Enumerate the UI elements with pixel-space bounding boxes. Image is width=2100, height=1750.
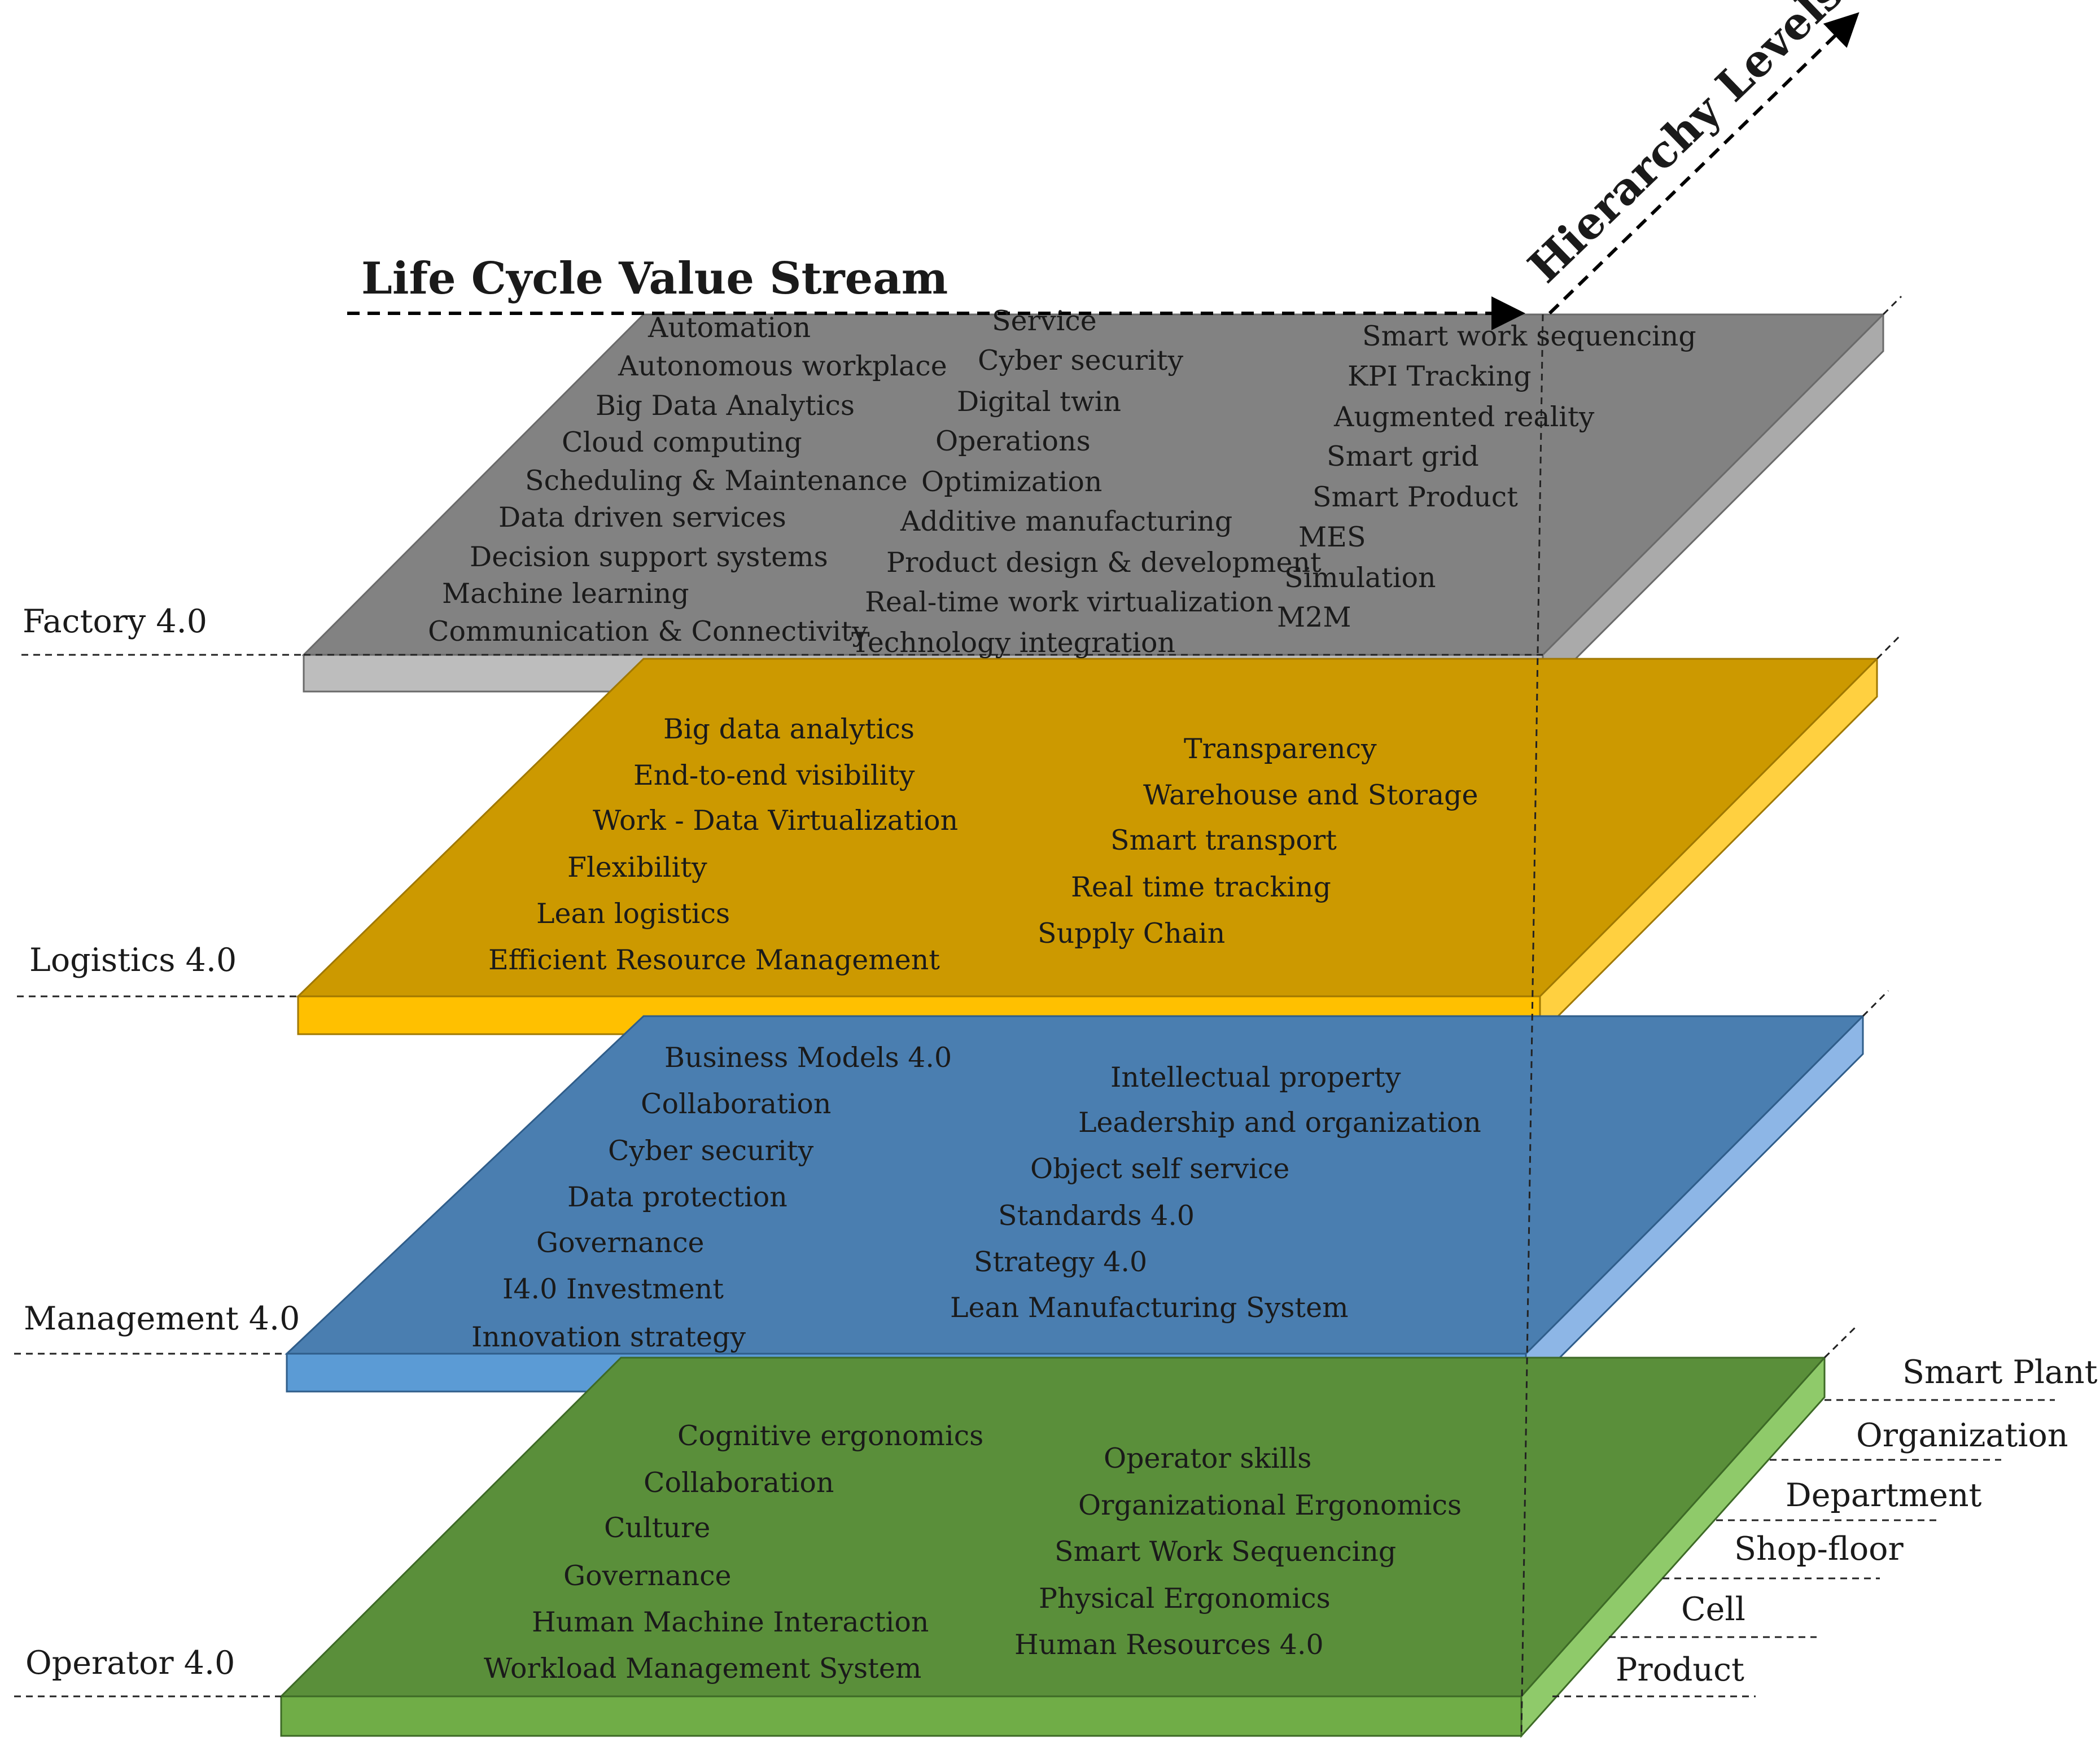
list-item: I4.0 Investment bbox=[502, 1273, 724, 1305]
factory-items: Automation Autonomous workplace Big Data… bbox=[428, 305, 1696, 659]
logistics-corner-ext bbox=[1876, 635, 1901, 660]
list-item: Collaboration bbox=[644, 1467, 834, 1499]
list-item: Product design & development bbox=[886, 546, 1322, 579]
list-item: Communication & Connectivity bbox=[428, 615, 868, 648]
list-item: M2M bbox=[1277, 601, 1351, 633]
list-item: Operator skills bbox=[1104, 1442, 1311, 1475]
list-item: Efficient Resource Management bbox=[488, 944, 940, 976]
list-item: Collaboration bbox=[641, 1088, 831, 1120]
factory-plate bbox=[301, 312, 1885, 694]
operator-plate bbox=[279, 1355, 1827, 1738]
list-item: Smart Product bbox=[1313, 481, 1518, 513]
list-item: Supply Chain bbox=[1038, 917, 1225, 950]
list-item: Culture bbox=[604, 1512, 710, 1544]
list-item: Service bbox=[992, 305, 1097, 337]
list-item: Standards 4.0 bbox=[998, 1200, 1195, 1232]
list-item: Human Machine Interaction bbox=[532, 1606, 929, 1638]
hierarchy-level-shop-floor: Shop-floor bbox=[1734, 1530, 1904, 1568]
list-item: Lean Manufacturing System bbox=[950, 1292, 1349, 1324]
operator-label: Operator 4.0 bbox=[25, 1644, 235, 1682]
list-item: Flexibility bbox=[567, 851, 707, 883]
list-item: Additive manufacturing bbox=[900, 505, 1232, 537]
list-item: Warehouse and Storage bbox=[1143, 779, 1478, 811]
hierarchy-level-cell: Cell bbox=[1681, 1591, 1745, 1628]
list-item: Object self service bbox=[1030, 1153, 1289, 1185]
list-item: Digital twin bbox=[957, 386, 1121, 418]
list-item: Smart grid bbox=[1327, 440, 1479, 473]
list-item: Big data analytics bbox=[663, 713, 915, 745]
management-corner-ext bbox=[1862, 990, 1889, 1017]
list-item: Workload Management System bbox=[484, 1652, 921, 1685]
list-item: Decision support systems bbox=[470, 541, 828, 573]
list-item: Innovation strategy bbox=[471, 1321, 746, 1353]
list-item: Machine learning bbox=[442, 578, 689, 610]
list-item: Data protection bbox=[567, 1181, 788, 1213]
list-item: Real-time work virtualization bbox=[865, 586, 1274, 618]
list-item: Human Resources 4.0 bbox=[1014, 1629, 1324, 1661]
list-item: KPI Tracking bbox=[1348, 360, 1532, 392]
hierarchy-level-smart-plant: Smart Plant bbox=[1902, 1354, 2098, 1391]
life-cycle-title: Life Cycle Value Stream bbox=[361, 253, 948, 304]
list-item: Cyber security bbox=[608, 1135, 813, 1167]
operator-plate-side bbox=[1520, 1355, 1826, 1738]
operator-plate-front bbox=[280, 1695, 1523, 1737]
list-item: Strategy 4.0 bbox=[974, 1246, 1147, 1278]
list-item: Cognitive ergonomics bbox=[677, 1420, 983, 1452]
list-item: Scheduling & Maintenance bbox=[525, 465, 908, 497]
list-item: Smart transport bbox=[1110, 824, 1337, 856]
hierarchy-level-product: Product bbox=[1616, 1651, 1744, 1688]
logistics-label: Logistics 4.0 bbox=[29, 942, 237, 979]
list-item: Leadership and organization bbox=[1078, 1106, 1481, 1139]
list-item: Work - Data Virtualization bbox=[593, 804, 958, 837]
list-item: Intellectual property bbox=[1110, 1061, 1401, 1093]
management-items: Business Models 4.0 Collaboration Cyber … bbox=[471, 1042, 1481, 1353]
list-item: Autonomous workplace bbox=[618, 350, 947, 382]
list-item: Optimization bbox=[921, 466, 1102, 498]
list-item: Transparency bbox=[1184, 733, 1377, 765]
logistics-plate bbox=[296, 657, 1879, 1036]
list-item: Lean logistics bbox=[536, 898, 730, 930]
logistics-items: Big data analytics End-to-end visibility… bbox=[488, 713, 1478, 976]
list-item: Cyber security bbox=[978, 344, 1183, 377]
list-item: Organizational Ergonomics bbox=[1078, 1489, 1462, 1521]
list-item: Governance bbox=[536, 1227, 705, 1259]
list-item: Big Data Analytics bbox=[596, 390, 855, 422]
guide-lines bbox=[14, 295, 2055, 1736]
hierarchy-arrow bbox=[1548, 12, 1860, 315]
list-item: End-to-end visibility bbox=[633, 759, 915, 791]
operator-items: Cognitive ergonomics Collaboration Cultu… bbox=[484, 1420, 1462, 1685]
factory-label: Factory 4.0 bbox=[23, 603, 207, 640]
operator-corner-ext bbox=[1823, 1324, 1858, 1359]
hierarchy-title: Hierarchy Levels bbox=[1519, 0, 1853, 293]
list-item: Automation bbox=[648, 312, 811, 344]
hierarchy-level-department: Department bbox=[1786, 1477, 1982, 1514]
list-item: Real time tracking bbox=[1071, 871, 1331, 903]
management-label: Management 4.0 bbox=[24, 1300, 300, 1337]
list-item: Smart work sequencing bbox=[1362, 320, 1696, 352]
list-item: Technology integration bbox=[851, 627, 1175, 659]
list-item: Physical Ergonomics bbox=[1039, 1582, 1331, 1615]
list-item: Operations bbox=[935, 425, 1091, 457]
factory-corner-ext bbox=[1882, 295, 1902, 316]
hierarchy-level-organization: Organization bbox=[1856, 1417, 2068, 1454]
list-item: Business Models 4.0 bbox=[664, 1042, 952, 1074]
hierarchy-level-labels: Smart Plant Organization Department Shop… bbox=[1616, 1354, 2098, 1688]
list-item: MES bbox=[1298, 521, 1366, 553]
list-item: Augmented reality bbox=[1333, 401, 1595, 433]
list-item: Cloud computing bbox=[562, 426, 802, 458]
list-item: Smart Work Sequencing bbox=[1055, 1535, 1396, 1568]
list-item: Data driven services bbox=[498, 501, 786, 533]
list-item: Simulation bbox=[1284, 562, 1436, 594]
list-item: Governance bbox=[563, 1560, 732, 1592]
